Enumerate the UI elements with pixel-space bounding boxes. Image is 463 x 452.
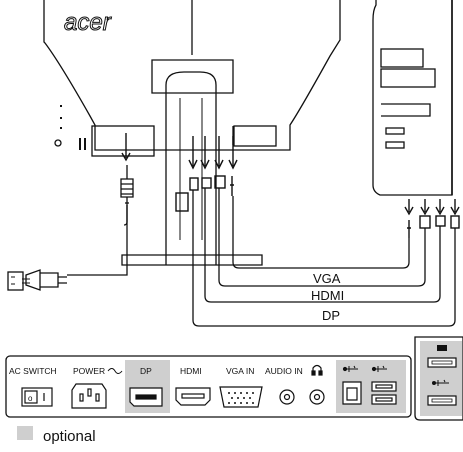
pc-tower — [372, 0, 453, 196]
vga-plug — [214, 175, 226, 189]
stand-neck — [165, 85, 217, 265]
ac-symbol-icon — [107, 368, 123, 374]
power-cord — [7, 165, 134, 291]
hdmi-port-label: HDMI — [180, 366, 202, 376]
pc-tower-outline — [372, 0, 453, 196]
ac-switch: o — [21, 387, 53, 407]
hdmi-port — [175, 387, 211, 406]
side-usb-panel — [414, 336, 463, 421]
port-panel-frame — [5, 355, 412, 418]
power-cord-line — [67, 205, 128, 276]
input-arrow-shafts — [192, 136, 234, 166]
power-plug-ribs — [121, 183, 133, 195]
port-block — [233, 125, 277, 147]
pc-arrow-heads — [404, 206, 460, 216]
pc-vga-plug — [419, 215, 431, 229]
vga-in-label: VGA IN — [226, 366, 254, 376]
stand-cable-channel — [179, 98, 203, 240]
stand-mount-plate — [151, 59, 234, 94]
power-button — [54, 139, 62, 147]
pc-hdmi-plug — [435, 215, 446, 227]
input-arrow-heads — [188, 159, 238, 170]
ac-switch-label: AC SWITCH — [9, 366, 57, 376]
audio-in-jack — [279, 389, 295, 405]
vga-cable-outer — [218, 188, 426, 287]
cable-clip — [175, 192, 189, 212]
svg-text:o: o — [28, 394, 33, 403]
headphone-icon — [311, 364, 323, 376]
port-panel: AC SWITCH POWER DP HDMI VGA IN AUDIO IN … — [5, 355, 412, 418]
pc-io-slot-2 — [385, 141, 405, 149]
pc-io-slot — [385, 127, 405, 135]
pc-connectors — [404, 199, 460, 238]
hdmi-cable-label: HDMI — [311, 288, 344, 303]
usb-icon — [342, 365, 387, 372]
power-port — [71, 383, 107, 409]
vga-cable — [232, 196, 410, 269]
card-reader-icon — [437, 345, 447, 351]
pc-drive-bay-1 — [380, 48, 424, 68]
pc-arrow-shafts — [408, 199, 456, 212]
monitor-rear — [43, 0, 341, 266]
legend-optional-label: optional — [43, 428, 96, 445]
vga-port — [219, 386, 263, 408]
power-port-recess — [91, 125, 155, 157]
legend: optional — [17, 426, 96, 445]
dp-cable — [192, 190, 456, 327]
headphone-jack — [309, 389, 325, 405]
side-usb-icon — [432, 379, 449, 386]
usb-b-port — [342, 381, 362, 405]
hdmi-cable — [204, 188, 441, 303]
dp-port-label: DP — [140, 366, 152, 376]
brand-logo: acer — [64, 9, 112, 36]
pc-drive-bay-2 — [380, 68, 436, 88]
hdmi-plug — [201, 177, 212, 189]
legend-swatch — [17, 426, 33, 440]
power-arrow-head — [121, 152, 131, 162]
power-label: POWER — [73, 366, 105, 376]
dp-port — [129, 387, 163, 407]
usb-a-ports — [371, 381, 397, 405]
cable-routes — [192, 188, 456, 327]
stand-base — [121, 254, 263, 266]
wall-socket — [7, 271, 24, 291]
button-column — [60, 105, 62, 129]
dp-plug — [189, 177, 199, 191]
stand-neck-top — [165, 71, 217, 86]
pc-drive-bay-3 — [381, 103, 431, 117]
pc-audio-plug — [407, 220, 411, 238]
audio-plug — [230, 176, 234, 196]
vga-cable-label: VGA — [313, 271, 341, 286]
wall-plug — [25, 269, 41, 291]
monitor-back-outline — [43, 0, 341, 151]
monitor-connectors — [121, 133, 238, 212]
pc-dp-plug — [450, 215, 460, 229]
dp-cable-label: DP — [322, 308, 340, 323]
rear-vent-marks — [79, 138, 86, 150]
audio-in-label: AUDIO IN — [265, 366, 303, 376]
